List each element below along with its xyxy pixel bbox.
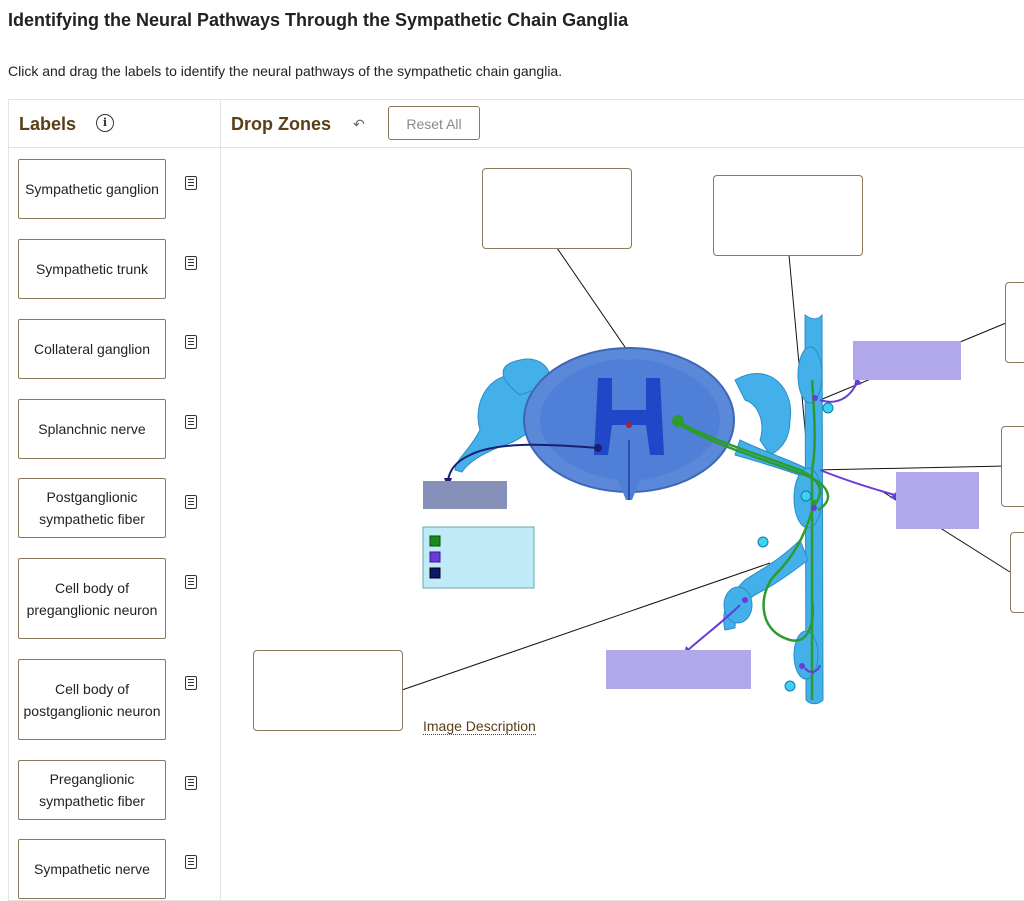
notes-icon[interactable]: [185, 855, 197, 869]
highlight-box: [896, 472, 979, 529]
notes-icon[interactable]: [185, 176, 197, 190]
image-description-link[interactable]: Image Description: [423, 718, 536, 735]
highlight-box: [853, 341, 961, 380]
panel-header: [9, 100, 1024, 148]
notes-icon[interactable]: [185, 495, 197, 509]
notes-icon[interactable]: [185, 676, 197, 690]
highlight-box: [606, 650, 751, 689]
reset-all-button[interactable]: Reset All: [388, 106, 480, 140]
drop-zone[interactable]: [1010, 532, 1024, 613]
labels-column: [9, 100, 221, 900]
page-title: Identifying the Neural Pathways Through …: [8, 10, 629, 30]
info-icon[interactable]: i: [96, 114, 114, 132]
drop-zone[interactable]: [713, 175, 863, 256]
drop-zone[interactable]: [253, 650, 403, 731]
notes-icon[interactable]: [185, 415, 197, 429]
spinal-cord: [523, 347, 735, 500]
dropzones-heading: Drop Zones: [231, 114, 332, 134]
notes-icon[interactable]: [185, 575, 197, 589]
undo-icon[interactable]: ↶: [353, 116, 365, 132]
label-sympathetic-ganglion[interactable]: Sympathetic ganglion: [18, 159, 166, 219]
label-preganglionic-fiber[interactable]: Preganglionic sympathetic fiber: [18, 760, 166, 820]
label-sympathetic-nerve[interactable]: Sympathetic nerve: [18, 839, 166, 899]
notes-icon[interactable]: [185, 256, 197, 270]
drop-zone[interactable]: [1001, 426, 1024, 507]
notes-icon[interactable]: [185, 335, 197, 349]
color-legend: [422, 526, 535, 589]
label-collateral-ganglion[interactable]: Collateral ganglion: [18, 319, 166, 379]
label-sympathetic-trunk[interactable]: Sympathetic trunk: [18, 239, 166, 299]
label-cell-body-preganglionic[interactable]: Cell body of preganglionic neuron: [18, 558, 166, 639]
highlight-box: [423, 481, 507, 509]
instructions: Click and drag the labels to identify th…: [8, 63, 563, 79]
activity-panel: Labels i Drop Zones ↶ Reset All Sympathe…: [8, 99, 1024, 901]
label-cell-body-postganglionic[interactable]: Cell body of postganglionic neuron: [18, 659, 166, 740]
drop-zone[interactable]: [1005, 282, 1024, 363]
labels-heading: Labels: [19, 114, 77, 134]
drop-zone[interactable]: [482, 168, 632, 249]
label-splanchnic-nerve[interactable]: Splanchnic nerve: [18, 399, 166, 459]
notes-icon[interactable]: [185, 776, 197, 790]
label-postganglionic-fiber[interactable]: Postganglionic sympathetic fiber: [18, 478, 166, 538]
